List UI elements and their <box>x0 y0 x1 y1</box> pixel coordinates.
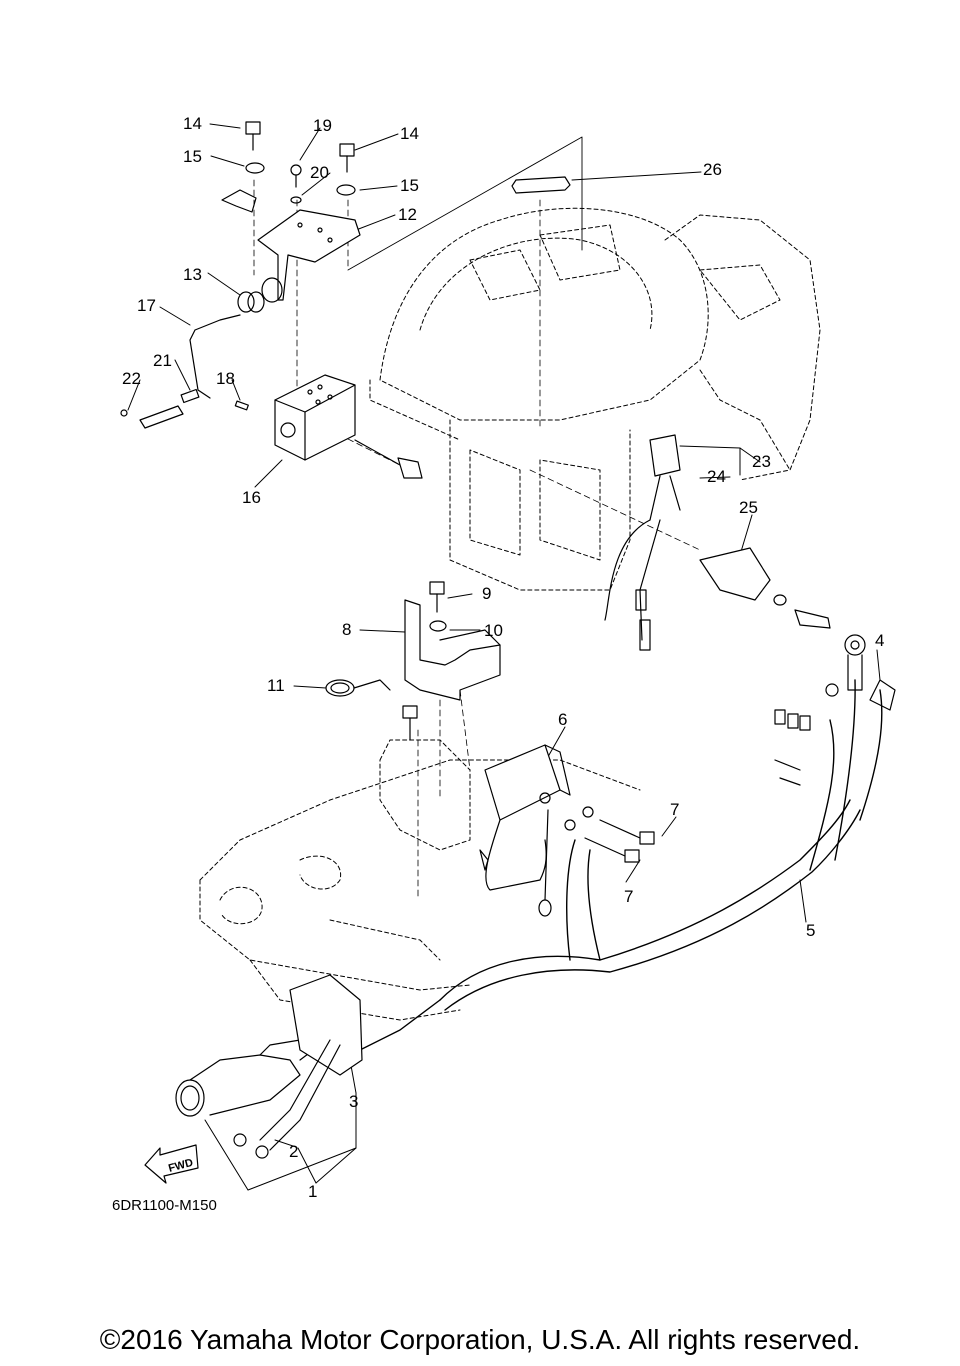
part-8-bracket <box>404 599 501 701</box>
callout-1: 1 <box>308 1182 318 1201</box>
callout-20: 20 <box>310 163 329 182</box>
part-15-washer-b <box>336 184 356 196</box>
callout-9: 9 <box>482 584 492 603</box>
part-13-grommet <box>237 291 265 313</box>
part-6-rectifier <box>479 744 571 917</box>
callout-14: 14 <box>400 124 419 143</box>
callout-25: 25 <box>739 498 758 517</box>
callout-14: 14 <box>183 114 202 133</box>
callout-13: 13 <box>183 265 202 284</box>
part-14-bolt-a <box>245 121 261 151</box>
callout-15: 15 <box>400 176 419 195</box>
bottom-cowling-outline <box>199 739 641 1021</box>
part-21-lever <box>139 405 184 429</box>
part-16-switch-box <box>274 374 423 479</box>
callout-8: 8 <box>342 620 352 639</box>
part-25-bracket <box>699 547 771 601</box>
callout-6: 6 <box>558 710 568 729</box>
part-23-relay <box>604 434 681 651</box>
callout-17: 17 <box>137 296 156 315</box>
part-19-screw <box>290 164 302 188</box>
copyright-notice: ©2016 Yamaha Motor Corporation, U.S.A. A… <box>99 1324 861 1355</box>
part-5-wire-harness <box>359 679 883 1051</box>
clamp <box>221 189 257 213</box>
part-26-clip <box>511 176 571 194</box>
part-2-battery-cable <box>233 1039 341 1159</box>
callout-7: 7 <box>670 800 680 819</box>
part-15-washer-a <box>245 162 265 174</box>
callout-12: 12 <box>398 205 417 224</box>
part-7-bolt-a <box>599 819 655 845</box>
part-14-bolt-b <box>339 143 355 173</box>
callout-16: 16 <box>242 488 261 507</box>
mount-bolt <box>402 705 418 741</box>
part-3-grommet <box>289 974 363 1076</box>
callout-19: 19 <box>313 116 332 135</box>
callout-26: 26 <box>703 160 722 179</box>
callout-11: 11 <box>267 676 285 695</box>
fwd-arrow <box>144 1144 199 1184</box>
callout-24: 24 <box>707 467 726 486</box>
part-20-washer <box>290 196 302 204</box>
callout-4: 4 <box>875 631 885 650</box>
callout-3: 3 <box>349 1092 359 1111</box>
callout-5: 5 <box>806 921 816 940</box>
part-22-clip <box>120 409 128 417</box>
callout-23: 23 <box>752 452 771 471</box>
callout-18: 18 <box>216 369 235 388</box>
engine-outline <box>369 207 821 591</box>
part-1-main-switch-connector <box>175 1039 321 1117</box>
callout-15: 15 <box>183 147 202 166</box>
alignment-lines <box>253 179 701 901</box>
part-7-bolt-b <box>584 837 640 863</box>
callout-10: 10 <box>484 621 503 640</box>
part-17-link-rod <box>189 314 241 399</box>
part-18-pin <box>234 400 249 411</box>
part-9-bolt <box>429 581 445 613</box>
part-12-bracket <box>257 209 361 301</box>
leader-lines <box>127 123 881 1191</box>
callout-7: 7 <box>624 887 634 906</box>
diagram-code: 6DR1100-M150 <box>112 1197 217 1214</box>
part-10-washer <box>429 620 447 632</box>
harness-connectors <box>774 634 896 786</box>
callout-21: 21 <box>153 351 172 370</box>
callout-22: 22 <box>122 369 141 388</box>
callout-2: 2 <box>289 1142 299 1161</box>
